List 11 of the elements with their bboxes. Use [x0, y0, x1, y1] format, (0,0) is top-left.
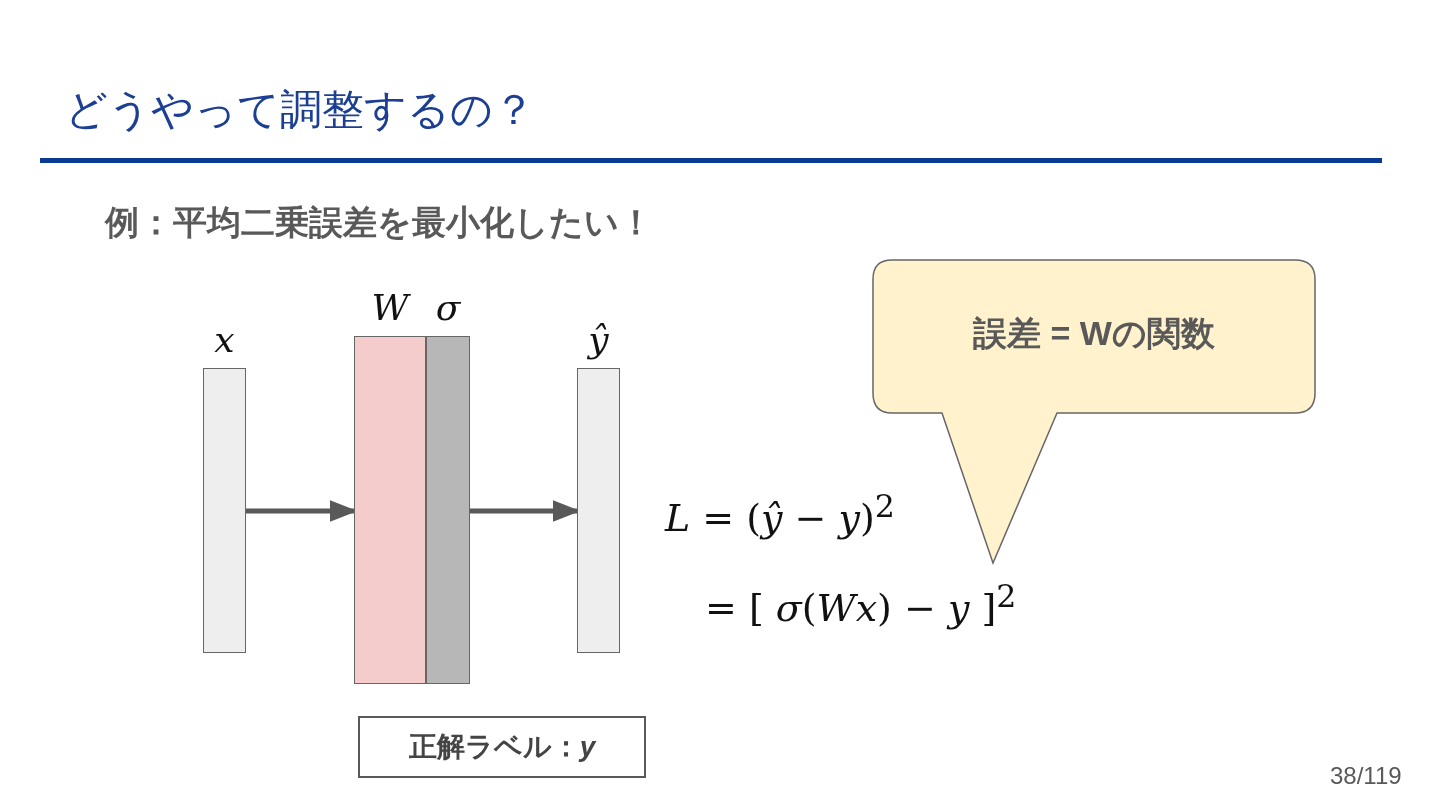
math-symbol: ŷ: [586, 318, 610, 362]
slide-title: どうやって調整するの？: [65, 85, 535, 135]
loss-equation: L = (ŷ − y)$^{2}$: [665, 488, 895, 540]
subtitle: 例：平均二乗誤差を最小化したい！: [105, 202, 653, 243]
math-symbol: x: [213, 318, 236, 362]
label-box: 正解ラベル：y: [358, 716, 646, 778]
math-symbol: σ: [434, 286, 462, 330]
callout-text: 誤差 = Wの関数: [972, 313, 1216, 354]
math-symbol: W: [370, 286, 412, 330]
loss-equation: = [ σ(Wx) − y ]$^{2}$: [705, 578, 1017, 630]
page-number: 38/119: [1330, 762, 1402, 790]
